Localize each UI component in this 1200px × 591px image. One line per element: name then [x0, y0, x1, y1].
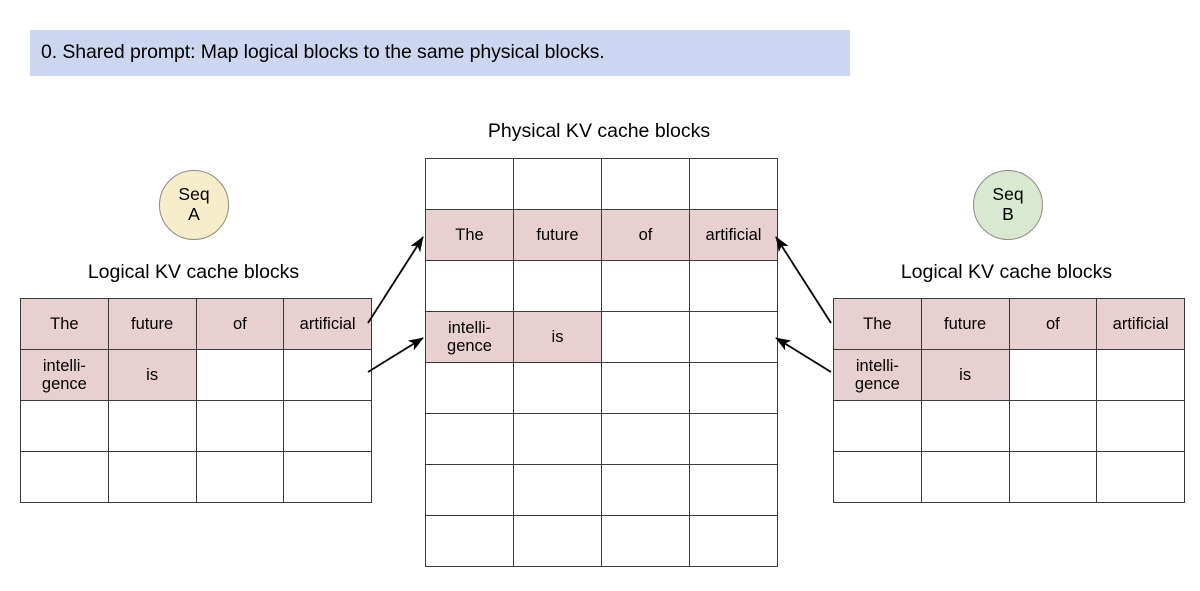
physical-blocks-caption: Physical KV cache blocks — [487, 120, 711, 142]
kv-block-cell: future — [920, 298, 1010, 350]
kv-block-cell — [20, 451, 109, 503]
kv-block-cell — [425, 515, 514, 567]
kv-block-cell: future — [513, 209, 602, 261]
kv-block-cell — [601, 362, 690, 414]
kv-block-cell — [920, 451, 1010, 503]
seq-b-badge: Seq B — [973, 170, 1043, 240]
shared-prompt-text: 0. Shared prompt: Map logical blocks to … — [41, 41, 605, 64]
kv-block-cell — [513, 413, 602, 465]
kv-block-cell: is — [107, 349, 197, 401]
table-row — [425, 260, 778, 312]
table-row — [833, 400, 1185, 452]
kv-block-cell: future — [107, 298, 197, 350]
kv-block-cell — [689, 311, 778, 363]
table-row — [425, 362, 778, 414]
kv-block-cell — [1096, 400, 1185, 452]
kv-block-cell — [283, 349, 372, 401]
kv-block-cell — [601, 260, 690, 312]
table-row — [833, 451, 1185, 503]
kv-block-cell: intelli-gence — [20, 349, 109, 401]
seq-b-label-line2: B — [1002, 204, 1014, 224]
kv-block-cell — [425, 158, 514, 210]
seq-a-label-line2: A — [188, 204, 200, 224]
arrow-b-row2-to-physical-row4 — [775, 337, 832, 373]
kv-block-cell — [1096, 451, 1185, 503]
seq-a-badge: Seq A — [159, 170, 229, 240]
kv-block-cell — [833, 451, 922, 503]
kv-block-cell: of — [195, 298, 285, 350]
kv-block-cell: is — [920, 349, 1010, 401]
kv-block-cell — [195, 451, 285, 503]
seq-a-label-line1: Seq — [178, 184, 210, 205]
kv-block-cell — [513, 362, 602, 414]
table-row — [20, 451, 372, 503]
arrow-a-row2-to-physical-row4 — [367, 337, 424, 373]
table-row — [425, 158, 778, 210]
kv-block-cell — [107, 451, 197, 503]
table-row — [425, 464, 778, 516]
kv-block-cell: The — [833, 298, 922, 350]
kv-block-cell — [689, 413, 778, 465]
kv-block-cell — [689, 464, 778, 516]
table-row — [425, 413, 778, 465]
kv-block-cell: is — [513, 311, 602, 363]
kv-block-cell: The — [20, 298, 109, 350]
kv-block-cell — [283, 451, 372, 503]
kv-block-cell: of — [601, 209, 690, 261]
kv-block-cell: The — [425, 209, 514, 261]
kv-block-cell — [601, 311, 690, 363]
kv-block-cell — [20, 400, 109, 452]
kv-block-cell: intelli-gence — [425, 311, 514, 363]
kv-block-cell — [425, 362, 514, 414]
kv-block-cell — [195, 349, 285, 401]
kv-block-cell — [513, 515, 602, 567]
kv-block-cell — [1008, 349, 1098, 401]
kv-block-cell — [107, 400, 197, 452]
kv-block-cell — [689, 515, 778, 567]
logical-blocks-b-caption: Logical KV cache blocks — [900, 261, 1113, 283]
kv-block-cell — [601, 413, 690, 465]
table-row — [425, 515, 778, 567]
kv-block-cell — [1096, 349, 1185, 401]
kv-block-cell — [1008, 451, 1098, 503]
kv-block-cell: artificial — [283, 298, 372, 350]
table-row — [20, 400, 372, 452]
kv-block-cell — [425, 464, 514, 516]
kv-block-cell — [689, 260, 778, 312]
kv-block-cell — [601, 515, 690, 567]
logical-blocks-a-caption: Logical KV cache blocks — [87, 261, 300, 283]
kv-block-cell: of — [1008, 298, 1098, 350]
shared-prompt-banner: 0. Shared prompt: Map logical blocks to … — [30, 30, 850, 76]
kv-block-cell — [920, 400, 1010, 452]
kv-block-cell — [195, 400, 285, 452]
kv-block-cell — [689, 362, 778, 414]
kv-block-cell: artificial — [1096, 298, 1185, 350]
kv-block-cell — [689, 158, 778, 210]
kv-block-cell — [601, 464, 690, 516]
kv-block-cell: intelli-gence — [833, 349, 922, 401]
kv-block-cell — [513, 464, 602, 516]
kv-block-cell — [601, 158, 690, 210]
kv-block-cell — [425, 413, 514, 465]
kv-block-cell: artificial — [689, 209, 778, 261]
kv-block-cell — [1008, 400, 1098, 452]
arrow-a-row1-to-physical-row2 — [367, 236, 424, 324]
kv-block-cell — [283, 400, 372, 452]
kv-block-cell — [513, 158, 602, 210]
arrow-b-row1-to-physical-row2 — [775, 236, 832, 324]
seq-b-label-line1: Seq — [992, 184, 1024, 205]
kv-block-cell — [513, 260, 602, 312]
kv-block-cell — [833, 400, 922, 452]
kv-block-cell — [425, 260, 514, 312]
